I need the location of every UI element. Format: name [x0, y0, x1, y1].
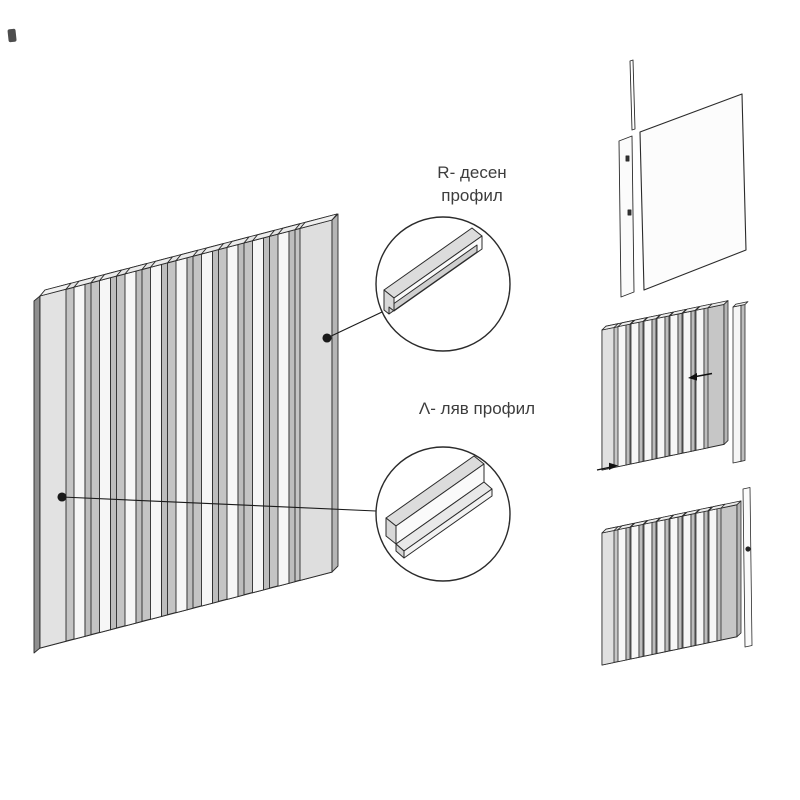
- left-callout-line: [61, 496, 377, 512]
- assembly-step-3: [601, 487, 753, 666]
- right-callout-dot: [322, 333, 332, 343]
- slide-arrow-right: [596, 462, 618, 471]
- left-profile-label: Λ- ляв профил: [418, 399, 536, 418]
- left-profile-callout: [375, 446, 511, 582]
- step3-right-side: [736, 500, 742, 638]
- assembly-step-1: [618, 59, 747, 298]
- right-profile-label: R- десен профил: [392, 162, 552, 208]
- assembly-step-2: [596, 300, 749, 471]
- corner-logo-mark: [7, 28, 17, 43]
- loose-slat: [732, 301, 749, 464]
- label-line: R- десен: [437, 163, 507, 182]
- screw-mark: [625, 155, 630, 162]
- label-line: профил: [441, 185, 503, 205]
- screw-dot: [745, 546, 751, 552]
- left-profile-bar: [385, 455, 493, 559]
- closing-profile-strip: [742, 487, 753, 648]
- back-panel: [639, 93, 747, 291]
- right-profile-bar: [383, 227, 483, 315]
- callout-connectors: [57, 311, 383, 512]
- step3-left-board: [601, 526, 619, 666]
- thin-profile-edge-view: [629, 59, 636, 131]
- right-profile-callout: [375, 216, 511, 352]
- panel-right-board: [299, 213, 339, 581]
- slatted-panel-illustration: [33, 213, 339, 654]
- panel-left-edge: [33, 295, 41, 654]
- panel-left-board: [39, 282, 72, 649]
- insert-arrow-left: [688, 372, 713, 381]
- right-callout-line: [326, 311, 383, 339]
- left-callout-dot: [57, 492, 67, 502]
- start-profile-strip: [618, 135, 635, 298]
- screw-mark: [627, 209, 632, 216]
- step2-right-side: [723, 300, 729, 445]
